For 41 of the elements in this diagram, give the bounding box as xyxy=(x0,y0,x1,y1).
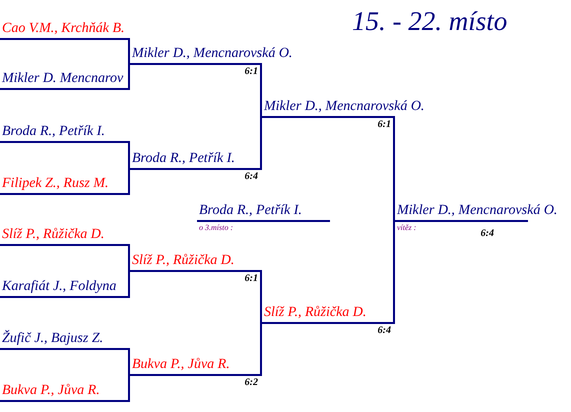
bracket-slot xyxy=(0,328,130,350)
team-name: Žufič J., Bajusz Z. xyxy=(2,331,104,347)
bracket-line xyxy=(128,169,130,194)
team-name: Broda R., Petřík I. xyxy=(132,151,235,167)
team-name: Mikler D. Mencnarov xyxy=(2,71,124,87)
placement-label: o 3.místo : xyxy=(199,223,233,232)
score: 6:1 xyxy=(244,273,258,284)
score: 6:1 xyxy=(378,119,391,130)
team-name: Filipek Z., Rusz M. xyxy=(2,176,109,192)
bracket-line xyxy=(128,64,130,89)
placement-label: vítěz : xyxy=(397,223,416,232)
team-name: Mikler D., Mencnarovská O. xyxy=(397,203,558,219)
bracket-line xyxy=(128,349,130,375)
score: 6:1 xyxy=(244,66,258,77)
team-name: Broda R., Petřík I. xyxy=(199,203,302,219)
bracket-line xyxy=(128,245,130,271)
bracket-line xyxy=(260,117,262,169)
bracket-line xyxy=(128,375,130,401)
team-name: Cao V.M., Krchňák B. xyxy=(2,21,124,37)
title: 15. - 22. místo xyxy=(352,6,508,37)
score: 6:4 xyxy=(378,325,391,336)
bracket-line xyxy=(128,271,130,297)
team-name: Slíž P., Růžička D. xyxy=(2,227,104,243)
score: 6:2 xyxy=(244,377,258,388)
bracket-line xyxy=(393,221,395,323)
team-name: Broda R., Petřík I. xyxy=(2,124,105,140)
bracket-line xyxy=(128,142,130,169)
team-name: Bukva P., Jůva R. xyxy=(2,383,100,399)
score: 6:4 xyxy=(244,171,258,182)
bracket-line xyxy=(260,271,262,323)
team-name: Karafiát J., Foldyna xyxy=(2,279,116,295)
team-name: Bukva P., Jůva R. xyxy=(132,357,230,373)
bracket-line xyxy=(393,117,395,221)
team-name: Mikler D., Mencnarovská O. xyxy=(132,46,292,62)
bracket-line xyxy=(128,39,130,64)
team-name: Slíž P., Růžička D. xyxy=(264,305,366,321)
bracket-line xyxy=(260,323,262,375)
team-name: Slíž P., Růžička D. xyxy=(132,253,234,269)
bracket-line xyxy=(260,64,262,117)
team-name: Mikler D., Mencnarovská O. xyxy=(264,99,424,115)
score: 6:4 xyxy=(480,228,494,239)
